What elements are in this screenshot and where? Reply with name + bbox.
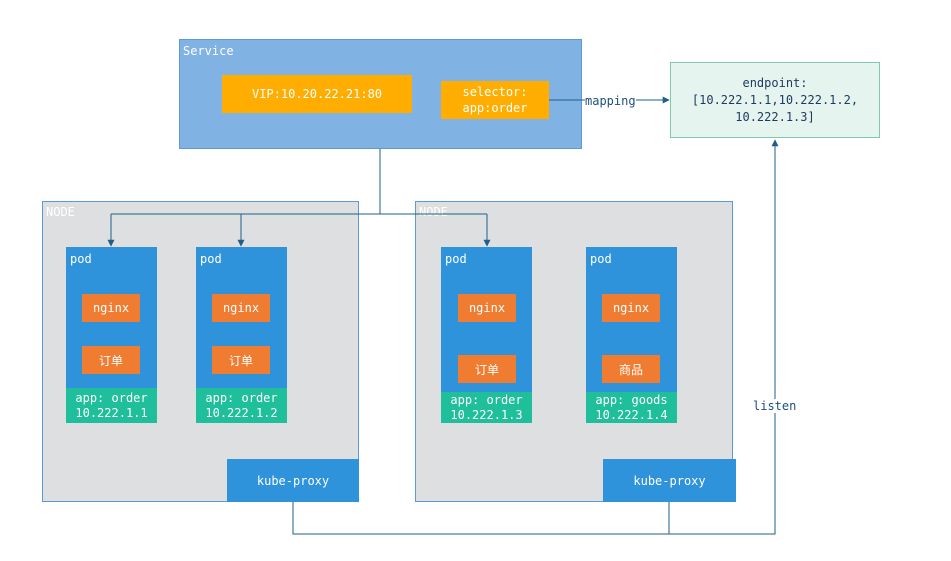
pod-1-app-label: app: order — [75, 391, 148, 405]
pod-4-container-nginx: nginx — [602, 294, 660, 322]
pod-4-title: pod — [590, 252, 612, 266]
pod-4-label: app: goods 10.222.1.4 — [586, 392, 677, 423]
pod-1-label: app: order 10.222.1.1 — [66, 388, 157, 423]
node-2-title: NODE — [419, 205, 448, 219]
pod-3-ip: 10.222.1.3 — [450, 408, 523, 422]
pod-3-label: app: order 10.222.1.3 — [441, 392, 532, 423]
kube-proxy-1: kube-proxy — [227, 459, 359, 502]
pod-2-title: pod — [200, 252, 222, 266]
pod-2-label: app: order 10.222.1.2 — [196, 388, 287, 423]
pod-1-container-nginx: nginx — [82, 294, 140, 322]
endpoint-ips-line2: 10.222.1.3] — [735, 109, 815, 124]
pod-2-app-label: app: order — [205, 391, 278, 405]
pod-2-container-order: 订单 — [212, 346, 270, 374]
pod-3-container-order: 订单 — [458, 355, 516, 383]
pod-3-container-nginx: nginx — [458, 294, 516, 322]
vip-box: VIP:10.20.22.21:80 — [222, 75, 412, 113]
listen-label: listen — [753, 399, 797, 413]
pod-2-ip: 10.222.1.2 — [205, 406, 278, 420]
pod-1-ip: 10.222.1.1 — [75, 406, 148, 420]
pod-1-title: pod — [70, 252, 92, 266]
endpoint-ips-line1: [10.222.1.1,10.222.1.2, — [691, 92, 859, 107]
pod-4-app-label: app: goods — [595, 393, 668, 407]
selector-value: app:order — [462, 101, 528, 115]
pod-3-app-label: app: order — [450, 393, 523, 407]
node-1-title: NODE — [46, 205, 75, 219]
pod-4-container-goods: 商品 — [602, 355, 660, 383]
pod-1-container-order: 订单 — [82, 346, 140, 374]
pod-3-title: pod — [445, 252, 467, 266]
mapping-label: mapping — [585, 94, 636, 108]
endpoint-title: endpoint: — [742, 75, 808, 90]
service-title: Service — [183, 44, 234, 58]
kube-proxy-2: kube-proxy — [603, 459, 736, 502]
pod-4-ip: 10.222.1.4 — [595, 408, 668, 422]
pod-2-container-nginx: nginx — [212, 294, 270, 322]
endpoint-box: endpoint: [10.222.1.1,10.222.1.2, 10.222… — [670, 62, 880, 138]
selector-box: selector: app:order — [441, 81, 549, 119]
selector-key: selector: — [462, 85, 528, 99]
